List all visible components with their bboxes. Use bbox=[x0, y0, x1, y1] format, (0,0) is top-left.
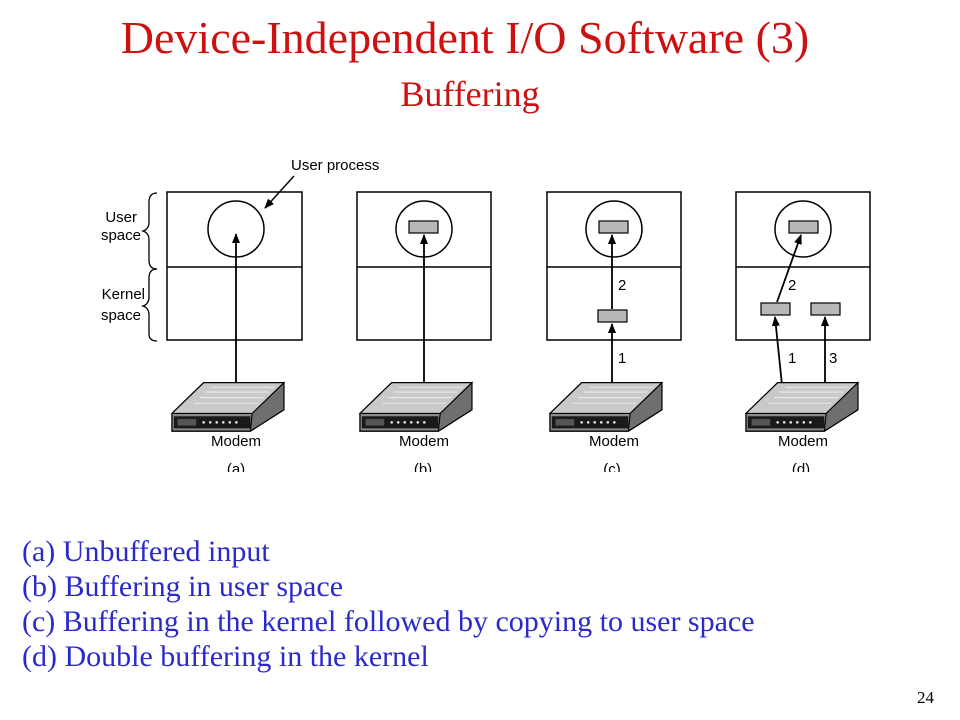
panel-c-tag: (c) bbox=[603, 461, 621, 478]
caption-c: (c) Buffering in the kernel followed by … bbox=[22, 605, 755, 638]
panel-d-frame bbox=[735, 191, 871, 341]
panel-d-arrow-kernel-to-user bbox=[776, 234, 802, 303]
panel-c-step-2: 2 bbox=[618, 277, 626, 294]
panel-d-user-process bbox=[774, 200, 832, 258]
panel-b-user-buffer bbox=[408, 220, 439, 234]
panel-d-tag: (d) bbox=[792, 461, 810, 478]
user-space-brace bbox=[140, 192, 158, 270]
panel-tags-clip: (a) (b) (c) (d) bbox=[227, 461, 810, 478]
kernel-space-label-line1: Kernel bbox=[102, 286, 145, 303]
user-space-label-line1: User bbox=[105, 209, 137, 226]
slide-title: Device-Independent I/O Software (3) bbox=[120, 12, 810, 63]
panel-d-modem-icon bbox=[745, 381, 859, 432]
kernel-space-label-line2: space bbox=[101, 307, 141, 324]
panel-d-step-3: 3 bbox=[829, 350, 837, 367]
panel-d-user-buffer bbox=[788, 220, 819, 234]
panel-c-frame bbox=[546, 191, 682, 341]
panel-b-tag: (b) bbox=[414, 461, 432, 478]
panel-c-modem-icon bbox=[549, 381, 663, 432]
panel-d-device-label: Modem bbox=[778, 433, 828, 450]
panel-d-kernel-buffer-2 bbox=[810, 302, 841, 316]
panel-d-kernel-buffer-1 bbox=[760, 302, 791, 316]
panel-c-user-buffer bbox=[598, 220, 629, 234]
caption-list: (a) Unbuffered input (b) Buffering in us… bbox=[22, 534, 755, 674]
panel-c-step-1: 1 bbox=[618, 350, 626, 367]
panel-d-step-2: 2 bbox=[788, 277, 796, 294]
user-space-label-line2: space bbox=[101, 227, 141, 244]
panel-a-tag: (a) bbox=[227, 461, 245, 478]
caption-d: (d) Double buffering in the kernel bbox=[22, 640, 429, 673]
caption-a: (a) Unbuffered input bbox=[22, 535, 270, 568]
panel-c-device-label: Modem bbox=[589, 433, 639, 450]
panel-b-device-label: Modem bbox=[399, 433, 449, 450]
kernel-space-brace bbox=[140, 268, 158, 342]
panel-d-step-1: 1 bbox=[788, 350, 796, 367]
panel-c-user-process bbox=[585, 200, 643, 258]
panel-d-arrow-modem-to-kernel-1 bbox=[771, 316, 783, 386]
slide-subtitle: Buffering bbox=[400, 74, 540, 114]
panel-a-device-label: Modem bbox=[211, 433, 261, 450]
user-process-label: User process bbox=[291, 157, 379, 174]
panel-a-frame bbox=[166, 191, 303, 341]
panel-b-modem-icon bbox=[359, 381, 473, 432]
page-number: 24 bbox=[917, 688, 934, 707]
panel-a-modem-icon bbox=[171, 381, 285, 432]
caption-b: (b) Buffering in user space bbox=[22, 570, 344, 603]
panel-c-kernel-buffer bbox=[597, 309, 628, 323]
